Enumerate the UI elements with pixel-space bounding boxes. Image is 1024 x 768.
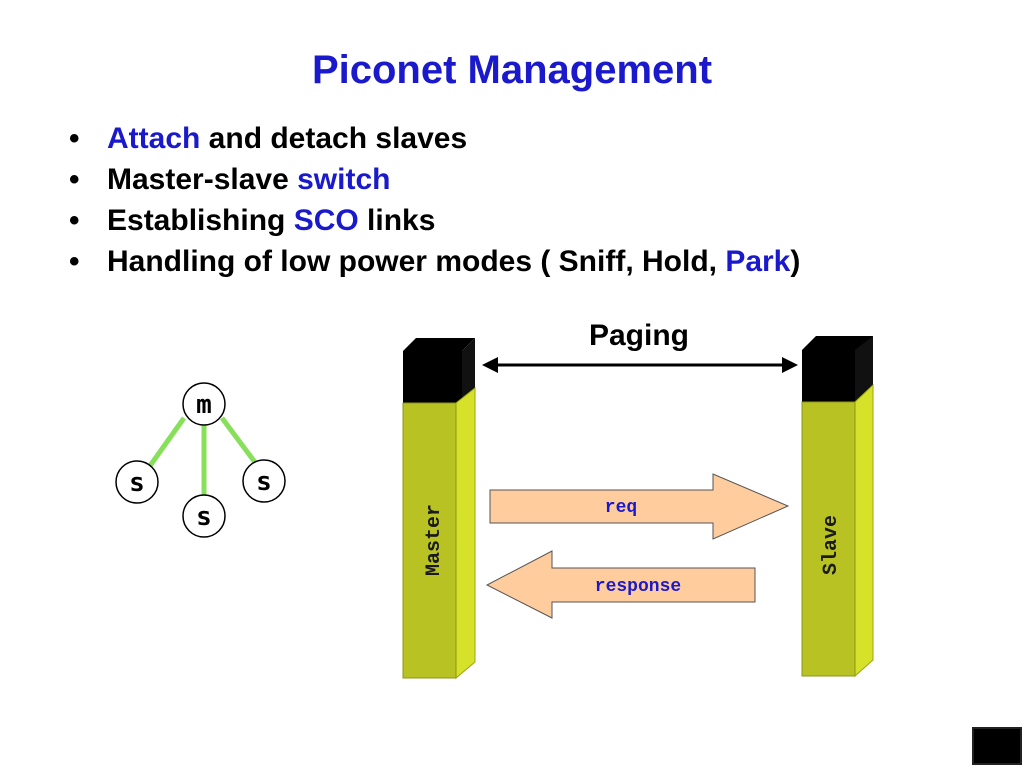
slave-pillar-front — [801, 401, 856, 677]
bullet-part: SCO — [293, 204, 359, 237]
link-master-slave-left — [144, 416, 187, 472]
master-node — [182, 382, 226, 426]
bullet-part: Attach — [107, 122, 201, 155]
slave-node-label: s — [129, 468, 145, 498]
paging-arrow — [482, 357, 798, 373]
slave-node-left — [115, 460, 159, 504]
link-master-slave-right — [219, 416, 260, 467]
slave-pillar-side — [854, 383, 874, 678]
bullet-item: • Attach and detach slaves — [66, 118, 800, 159]
bullet-item: • Establishing SCO links — [66, 200, 800, 241]
bullet-list: • Attach and detach slaves • Master-slave … — [66, 118, 800, 282]
response-arrow-label: response — [595, 577, 681, 597]
piconet-links — [144, 416, 260, 496]
req-arrow-label: req — [605, 498, 637, 518]
response-arrow-shape — [485, 550, 756, 619]
slave-pillar-cap — [802, 350, 855, 402]
master-pillar-label: Master — [423, 504, 446, 576]
bullet-item: • Master-slave switch — [66, 159, 800, 200]
master-pillar-top — [403, 338, 475, 351]
bullet-item: • Handling of low power modes ( Sniff, Ho… — [66, 241, 800, 282]
paging-arrow-head-left — [482, 357, 498, 373]
slide-corner-box — [972, 727, 1022, 765]
slave-node-bottom — [182, 494, 226, 538]
bullet-part: ) — [790, 245, 801, 278]
bullet-part: Handling of low power modes ( Sniff, Hol… — [107, 245, 726, 278]
bullet-part: links — [358, 204, 436, 237]
master-pillar-side — [455, 386, 476, 680]
slave-pillar-cap-side — [855, 336, 873, 402]
master-pillar-cap — [403, 351, 462, 403]
bullet-part: and detach slaves — [200, 122, 468, 155]
slave-pillar: Slave — [801, 336, 874, 678]
slide-title: Piconet Management — [311, 48, 713, 92]
master-node-label: m — [196, 390, 212, 420]
bullet-dot: • — [69, 245, 80, 278]
master-pillar: Master — [402, 338, 476, 680]
bullet-dot: • — [69, 204, 80, 237]
piconet-nodes: m s s s — [115, 382, 286, 538]
bullet-part: Park — [725, 245, 791, 278]
slave-node-label: s — [256, 467, 272, 497]
slave-pillar-label: Slave — [820, 515, 843, 575]
slave-node-label: s — [196, 502, 212, 532]
response-arrow: response — [485, 550, 756, 619]
bullet-part: Master-slave — [107, 163, 298, 196]
bullet-dot: • — [69, 163, 80, 196]
slave-node-right — [242, 459, 286, 503]
paging-arrow-head-right — [782, 357, 798, 373]
bullet-part: switch — [297, 163, 391, 196]
req-arrow: req — [489, 473, 790, 540]
slave-pillar-top — [802, 336, 873, 350]
req-arrow-shape — [489, 473, 790, 540]
paging-label: Paging — [589, 319, 689, 352]
bullet-part: Establishing — [107, 204, 294, 237]
master-pillar-front — [402, 402, 457, 679]
bullet-dot: • — [69, 122, 80, 155]
